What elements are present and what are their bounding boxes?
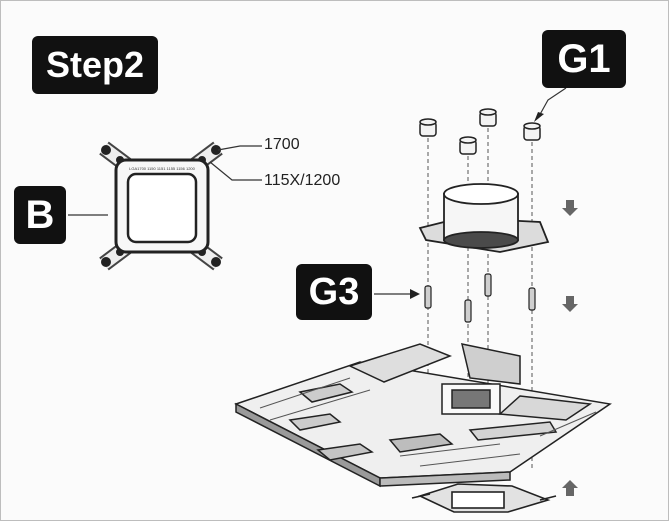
arrowhead-g3: [410, 289, 420, 299]
part-label-g1: G1: [542, 30, 626, 88]
part-label-g3: G3: [296, 264, 372, 320]
backplate-drawing: [99, 141, 223, 271]
leader-line-1700: [217, 145, 262, 151]
leader-line-g1: [537, 87, 567, 119]
bottom-backplate: [411, 483, 557, 513]
motherboard-drawing: [234, 343, 612, 488]
backplate-marking: LGA1700 1150 1151 1155 1156 1200: [129, 166, 196, 171]
part-label-b: B: [14, 186, 66, 244]
direction-arrows: [562, 200, 578, 496]
leader-line-115x: [209, 161, 262, 181]
callout-115x-1200: 115X/1200: [264, 172, 341, 189]
callout-1700: 1700: [264, 136, 300, 153]
standoff-screws-g3: [424, 273, 536, 323]
arrowhead-g1: [534, 112, 544, 122]
motherboard-detail-lines: [259, 377, 597, 467]
cpu-block: [418, 183, 550, 253]
thumb-nuts-g1: [419, 108, 541, 155]
step-label: Step2: [32, 36, 158, 94]
